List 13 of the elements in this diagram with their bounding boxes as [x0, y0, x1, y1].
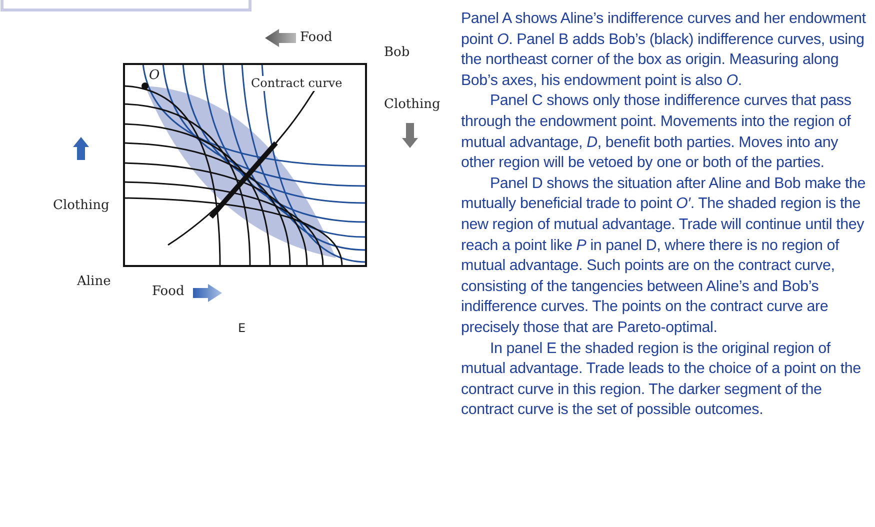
- axis-label: Clothing: [384, 97, 440, 112]
- body-paragraph: Panel A shows Aline’s indifference curves and her endowment point O. Panel B adds Bob’s (black) indifference curves, using the northeast corner of the box as origin. Measuring along Bob’s axes, his endowment point is also O.: [461, 9, 867, 91]
- owner-label: Bob: [384, 45, 410, 60]
- body-paragraph: Panel D shows the situation after Aline and Bob make the mutually beneficial trade to point O′. The shaded region is the new region of mutual advantage. Trade will continue until they reach a point like P in panel D, where there is no region of mutual advantage. Such points are on the contract curve, consisting of the tangencies between Aline’s and Bob’s indifference curves. The points on the contract curve are precisely those that are Pareto-optimal.: [461, 174, 866, 338]
- axis-label: Food: [300, 30, 332, 45]
- point-label: O: [149, 68, 160, 83]
- body-paragraph: Panel C shows only those indifference curves that pass through the endowment point. Movements into the region of mutual advantage, D, benefit both parties. Moves into any other region will be vetoed by one or both of the parties.: [461, 91, 852, 174]
- axis-label: Clothing: [53, 198, 110, 213]
- curve-label: Contract curve: [250, 76, 344, 91]
- body-paragraph: In panel E the shaded region is the original region of mutual advantage. Trade leads to the choice of a point on the contract curve in this region. The darker segment of the contract curve is the set of possible outcomes.: [461, 338, 862, 420]
- owner-label: Aline: [77, 274, 111, 289]
- panel-label: E: [238, 321, 246, 336]
- axis-label: Food: [152, 284, 184, 299]
